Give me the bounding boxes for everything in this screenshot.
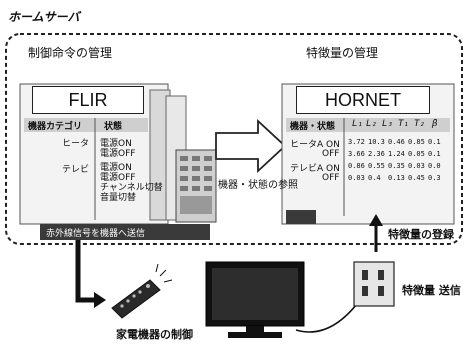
hornet-col-t1: T₁ [398,119,409,129]
hornet-row-1-label: ヒータA ON [290,140,340,150]
remote-control-arrow-head [94,292,106,308]
hornet-row-2-label: OFF [322,149,340,159]
remote-control-icon [111,263,173,319]
power-cable [295,299,361,333]
hornet-r4-v3: 0.13 [388,174,405,182]
hornet-footer-bar [286,210,316,224]
hornet-r3-v1: 0.86 [348,162,365,170]
reference-arrow [215,118,287,174]
hornet-r2-v1: 3.66 [348,150,365,158]
hornet-r2-v5: 0.1 [428,150,441,158]
flir-table-header-bg [24,118,148,132]
control-heading: 制御命令の管理 [28,46,113,60]
flir-col-state: 状態 [104,122,123,132]
hornet-r3-v3: 0.35 [388,162,405,170]
flir-row-tv-state-1: 電源ON [100,163,132,173]
hornet-r3-v2: 0.55 [368,162,385,170]
feature-register-arrow-head [369,214,383,226]
hornet-r1-v5: 0.1 [428,138,441,146]
hornet-col-device-state: 機器・状態 [290,122,336,132]
tv-monitor-icon [205,261,305,338]
hornet-row-3-label: テレビA ON [290,164,340,174]
hornet-r2-v4: 0.05 [408,150,425,158]
flir-system-label: FLIR [32,86,144,114]
hornet-r3-v4: 0.03 [408,162,425,170]
feature-heading: 特徴量の管理 [306,46,379,60]
hornet-r3-v5: 0.0 [428,162,441,170]
flir-row-tv-state-2: 電源OFF [100,173,136,183]
hornet-col-l3: L₃ [382,119,393,129]
feature-register-label: 特徴量の登録 [388,228,454,241]
controller-device-keys [180,156,212,214]
flir-row-tv-device: テレビ [62,165,90,175]
hornet-r1-v3: 0.46 [388,138,405,146]
hornet-r2-v3: 1.24 [388,150,405,158]
hornet-col-l1: L₁ [352,119,363,129]
flir-row-heater-device: ヒータ [62,139,90,149]
hornet-r1-v4: 0.85 [408,138,425,146]
home-server-title: ホームサーバ [8,10,80,24]
flir-row-tv-state-3: チャンネル切替 [100,183,163,193]
flir-col-category: 機器カテゴリ [28,122,83,132]
hornet-col-l2: L₂ [366,119,377,129]
flir-row-heater-state-1: 電源ON [100,139,132,149]
hornet-table-header-bg [286,118,450,132]
flir-footer-bar [40,224,210,240]
hornet-r4-v5: 0.3 [428,174,441,182]
hornet-r1-v1: 3.72 [348,138,365,146]
sensor-outlet-icon [353,261,395,307]
flir-row-heater-state-2: 電源OFF [100,149,136,159]
hornet-r2-v2: 2.36 [368,150,385,158]
appliance-control-label: 家電機器の制御 [116,328,193,341]
hornet-row-4-label: OFF [322,173,340,183]
home-server-boundary [5,33,463,245]
hornet-col-t2: T₂ [414,119,425,129]
hornet-r4-v4: 0.45 [408,174,425,182]
hornet-r4-v1: 0.03 [348,174,365,182]
feature-send-label: 特徴量 送信 [402,284,461,297]
hornet-col-beta: β [432,119,438,129]
hornet-r1-v2: 10.3 [368,138,385,146]
flir-footer-label: 赤外線信号を機器へ送信 [46,229,146,239]
reference-arrow-label: 機器・状態の参照 [218,180,298,191]
hornet-r4-v2: 0.4 [368,174,381,182]
hornet-system-label: HORNET [296,86,430,114]
remote-control-arrow-line [75,240,96,303]
flir-row-tv-state-4: 音量切替 [100,193,137,203]
